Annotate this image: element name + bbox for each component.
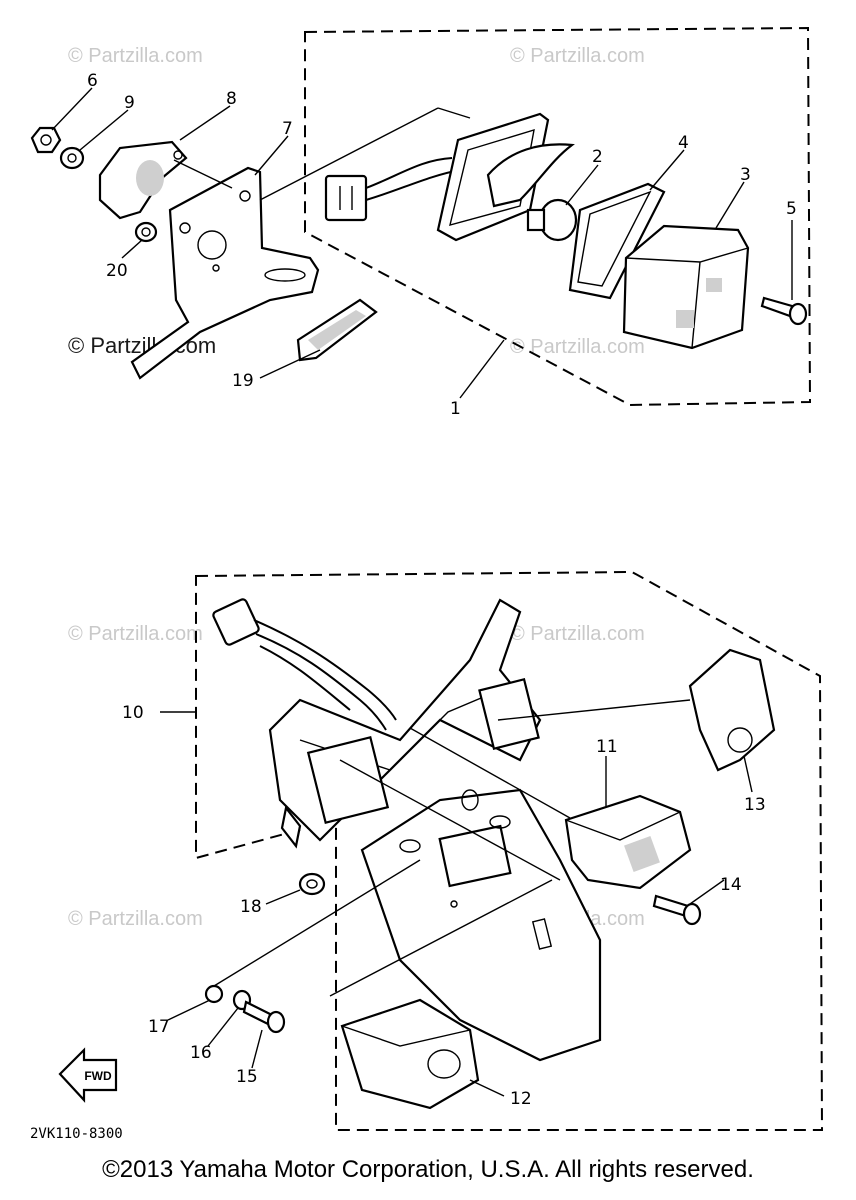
forward-arrow-icon: FWD [58, 1047, 118, 1103]
callout-label: 18 [240, 897, 262, 917]
callout-label: 9 [124, 93, 135, 113]
callout-label: 17 [148, 1017, 170, 1037]
callout-label: 11 [596, 737, 618, 757]
watermark: © Partzilla.com [510, 623, 645, 645]
callout-label: 15 [236, 1067, 258, 1087]
callout-label: 4 [678, 133, 689, 153]
reflector-part [688, 648, 776, 772]
bracket-part [98, 140, 188, 220]
tail-light-assembly: 6 9 8 7 2 4 3 5 20 19 1 [30, 26, 812, 419]
callout-label: 10 [122, 703, 144, 723]
connector-part [324, 157, 461, 222]
reflector-part [296, 298, 378, 362]
screw-part [760, 296, 808, 326]
watermark: © Partzilla.com [68, 623, 203, 645]
bulb-part [526, 198, 578, 242]
nut-part [30, 126, 62, 154]
fwd-label: FWD [84, 1069, 112, 1083]
rear-fender-assembly: FWD 10 11 13 14 18 17 16 15 12 2VK110-83… [30, 570, 824, 1142]
watermark: © Partzilla.com [68, 908, 203, 930]
license-bracket-part [130, 166, 320, 380]
lens-part [622, 224, 750, 350]
callout-label: 2 [592, 147, 603, 167]
assembly-boundary [195, 570, 824, 1131]
callout-label: 3 [740, 165, 751, 185]
leader-lines [160, 699, 753, 1097]
copyright-notice: ©2013 Yamaha Motor Corporation, U.S.A. A… [102, 1156, 754, 1183]
callout-label: 13 [744, 795, 766, 815]
watermark: © Partzilla.com [68, 45, 203, 67]
callout-label: 16 [190, 1043, 212, 1063]
gasket-part [568, 182, 666, 300]
callout-label: 19 [232, 371, 254, 391]
lamp-base-part [436, 112, 575, 242]
fender-part [360, 788, 602, 1062]
watermark: © Partzilla.com [510, 336, 645, 358]
washer-part [204, 984, 286, 1034]
collar-part [59, 146, 85, 170]
watermark: © Partzilla.com [510, 45, 645, 67]
callout-label: 7 [282, 119, 293, 139]
callout-label: 1 [450, 399, 461, 419]
reflector-part [340, 998, 480, 1110]
frame-part [268, 598, 542, 842]
callout-label: 6 [87, 71, 98, 91]
assembly-boundary [304, 26, 812, 407]
screw-part [652, 894, 702, 926]
callout-label: 8 [226, 89, 237, 109]
leader-lines [51, 87, 793, 399]
collar-part [280, 805, 326, 896]
drawing-code: 2VK110-8300 [30, 1126, 123, 1142]
nut-part [134, 221, 158, 243]
callout-label: 14 [720, 875, 742, 895]
callout-label: 12 [510, 1089, 532, 1109]
license-light-part [564, 794, 692, 890]
callout-label: 20 [106, 261, 128, 281]
wire-harness-part [212, 598, 397, 731]
callout-label: 5 [786, 199, 797, 219]
